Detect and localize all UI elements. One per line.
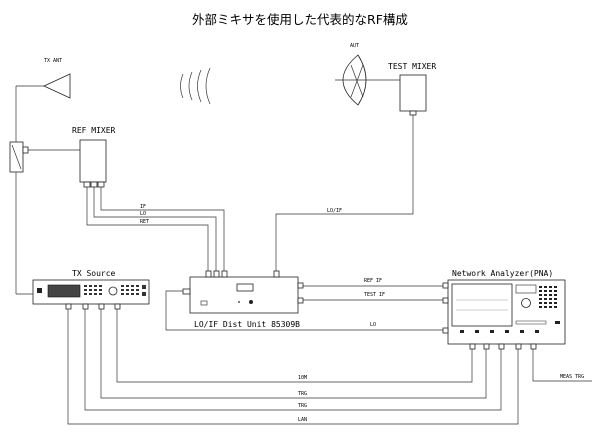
directional-coupler (9, 141, 29, 173)
ref-mixer-port-if (83, 181, 91, 188)
trg-label-2: TRG (298, 403, 307, 409)
ref-lo-channel-label: LO (140, 211, 146, 217)
ref-mixer-port-lo (90, 181, 98, 188)
dist-port-left (182, 288, 191, 295)
pna-port-4 (515, 343, 522, 350)
tx-port-1 (65, 303, 72, 310)
test-mixer-label: TEST MIXER (388, 62, 436, 71)
dist-port-top-1 (205, 270, 212, 278)
test-mixer-port (409, 110, 417, 116)
aut-label: AUT (350, 43, 359, 49)
pna-port-ref-if (442, 282, 449, 289)
cables (15, 86, 592, 425)
dist-port-top-2 (213, 270, 220, 278)
diagram-title: 外部ミキサを使用した代表的なRF構成 (192, 12, 408, 27)
pna-port-test-if (442, 297, 449, 304)
aut-antenna (335, 54, 400, 106)
ref-mixer-label: REF MIXER (72, 126, 116, 135)
ref-if-channel-label: IF (140, 204, 146, 210)
ref-ret-channel-label: RET (140, 219, 149, 225)
pna-port-5 (530, 343, 537, 350)
lo-if-dist-unit (182, 270, 304, 314)
tx-ant-label: TX ANT (44, 58, 62, 64)
test-if-label: TEST IF (364, 292, 385, 298)
lan-label: LAN (298, 417, 307, 423)
trg-label-1: TRG (298, 391, 307, 397)
pna-port-2 (483, 343, 490, 350)
ref-mixer-port-ret (97, 181, 105, 188)
meas-trg-label: MEAS TRG (560, 374, 584, 380)
coupler-port (22, 146, 29, 154)
pna-port-lo (442, 327, 449, 334)
dist-port-right-1 (297, 282, 304, 289)
dist-unit-box (189, 276, 299, 314)
lo-label: LO (370, 322, 376, 328)
tx-port-4 (114, 303, 121, 310)
dist-port-top-3 (221, 270, 228, 278)
network-analyzer-label: Network Analyzer(PNA) (452, 269, 553, 278)
tx-antenna (16, 73, 71, 99)
tx-source-instrument (32, 279, 150, 310)
network-analyzer-instrument (442, 279, 566, 350)
radio-waves-icon (180, 67, 211, 105)
dist-port-top-4 (273, 270, 280, 278)
pna-port-1 (469, 343, 476, 350)
tx-port-3 (98, 303, 105, 310)
test-lo-if-label: LO/IF (327, 208, 342, 214)
ref-mixer-box (79, 139, 107, 183)
test-mixer-box (399, 74, 427, 112)
10m-label: 10M (298, 375, 307, 381)
tx-source-label: TX Source (72, 269, 116, 278)
pna-port-3 (498, 343, 505, 350)
tx-horn-icon (43, 73, 71, 99)
dist-port-right-2 (297, 297, 304, 304)
dist-unit-label: LO/IF Dist Unit 85309B (194, 320, 300, 329)
tx-port-2 (82, 303, 89, 310)
ref-if-label: REF IF (364, 278, 382, 284)
